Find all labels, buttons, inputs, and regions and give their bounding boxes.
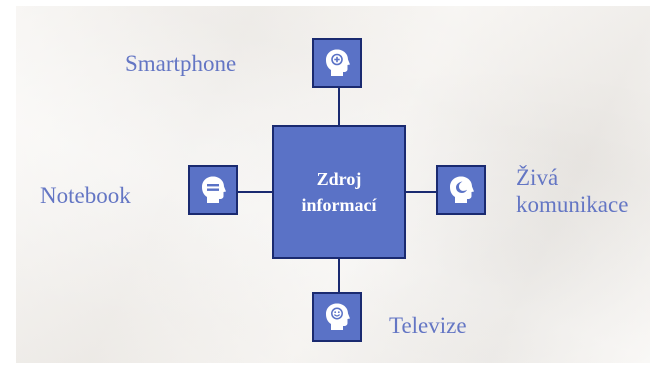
live-communication-node [436,165,486,215]
live-communication-label-line1: Živá [516,165,559,190]
live-communication-label: Živá komunikace [516,164,628,218]
notebook-node [188,165,238,215]
notebook-label: Notebook [40,183,131,208]
head-equals-icon [202,176,226,203]
television-node [312,292,362,342]
live-communication-label-line2: komunikace [516,192,629,217]
center-node-line1: Zdroj [316,169,362,189]
smartphone-node [312,38,362,88]
center-node: Zdroj informací [272,125,406,259]
smartphone-label: Smartphone [125,51,237,76]
television-label: Televize [389,313,467,338]
center-node-line2: informací [301,195,377,215]
head-smiley-icon [326,303,350,330]
head-moon-icon [450,176,474,203]
head-plus-icon [326,49,350,76]
